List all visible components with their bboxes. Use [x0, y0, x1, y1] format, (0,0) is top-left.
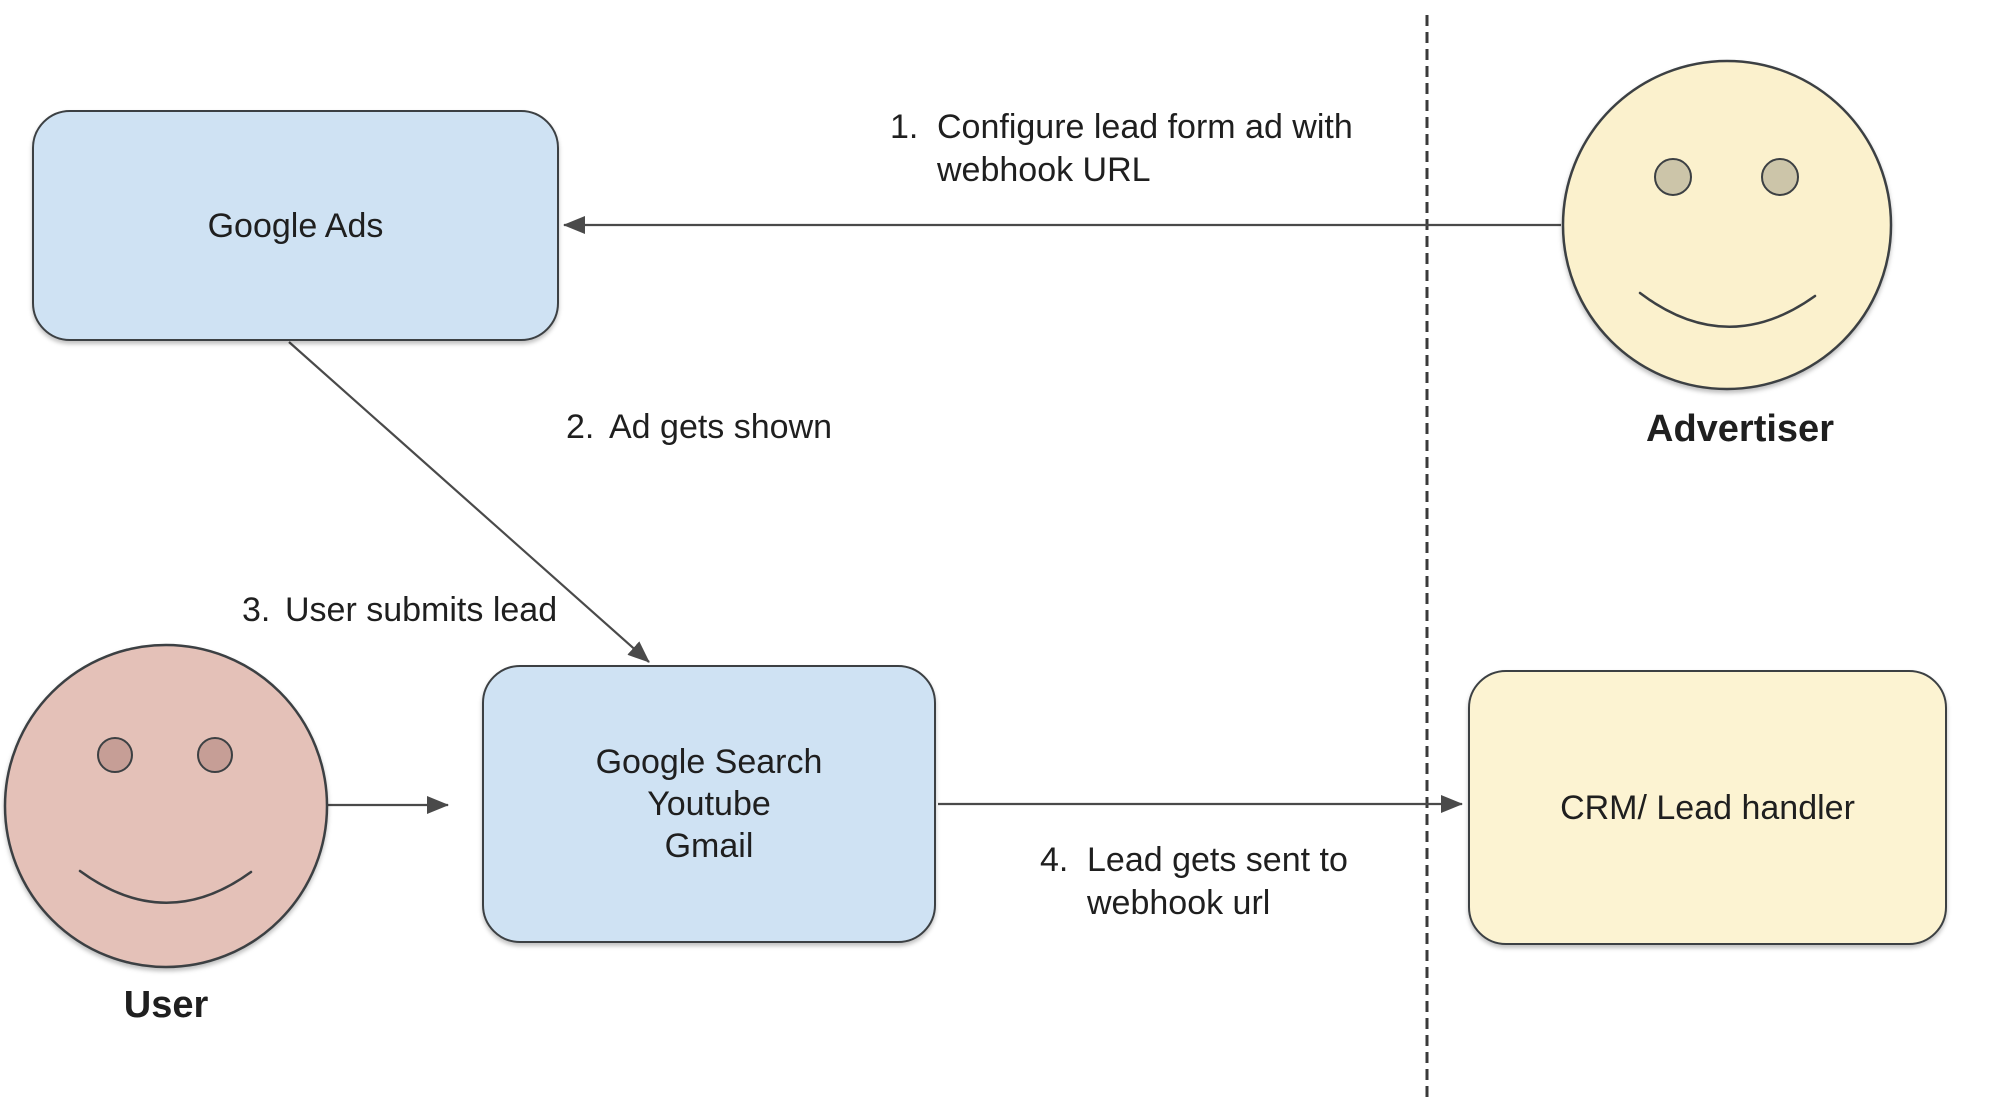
google-surfaces-line-1: Google Search — [595, 743, 823, 781]
advertiser-smile — [1638, 291, 1817, 328]
google-surfaces-line-3: Gmail — [664, 827, 754, 865]
step-1-label: 1. Configure lead form ad with webhook U… — [890, 106, 1407, 192]
user-smile — [78, 869, 253, 904]
step-4-number: 4. — [1040, 841, 1069, 879]
step-1-number: 1. — [890, 108, 919, 146]
google-ads-label: Google Ads — [207, 206, 384, 245]
step-2-number: 2. — [566, 408, 595, 446]
user-actor-label: User — [123, 984, 209, 1026]
advertiser-right-eye — [1761, 158, 1799, 196]
step-3-label: 3. User submits lead — [242, 589, 557, 632]
advertiser-head — [1561, 59, 1893, 391]
step-4-text: Lead gets sent to webhook url — [1087, 841, 1348, 922]
user-right-eye — [197, 737, 233, 773]
advertiser-face-icon — [1561, 59, 1893, 391]
google-surfaces-node: Google Search Youtube Gmail — [482, 665, 936, 943]
crm-label: CRM/ Lead handler — [1560, 788, 1855, 827]
google-ads-node: Google Ads — [32, 110, 559, 341]
step-2-text: Ad gets shown — [609, 408, 833, 446]
step-1-text: Configure lead form ad with webhook URL — [937, 108, 1353, 189]
google-surfaces-line-2: Youtube — [647, 785, 771, 823]
user-face-icon — [3, 643, 329, 969]
advertiser-left-eye — [1654, 158, 1692, 196]
arrow-ad-gets-shown — [288, 341, 650, 663]
user-head — [3, 643, 329, 969]
step-2-label: 2. Ad gets shown — [566, 406, 832, 449]
step-4-label: 4. Lead gets sent to webhook url — [1040, 839, 1407, 925]
crm-lead-handler-node: CRM/ Lead handler — [1468, 670, 1947, 945]
advertiser-actor-label: Advertiser — [1646, 408, 1834, 450]
step-3-text: User submits lead — [285, 591, 558, 629]
step-3-number: 3. — [242, 591, 271, 629]
user-left-eye — [97, 737, 133, 773]
